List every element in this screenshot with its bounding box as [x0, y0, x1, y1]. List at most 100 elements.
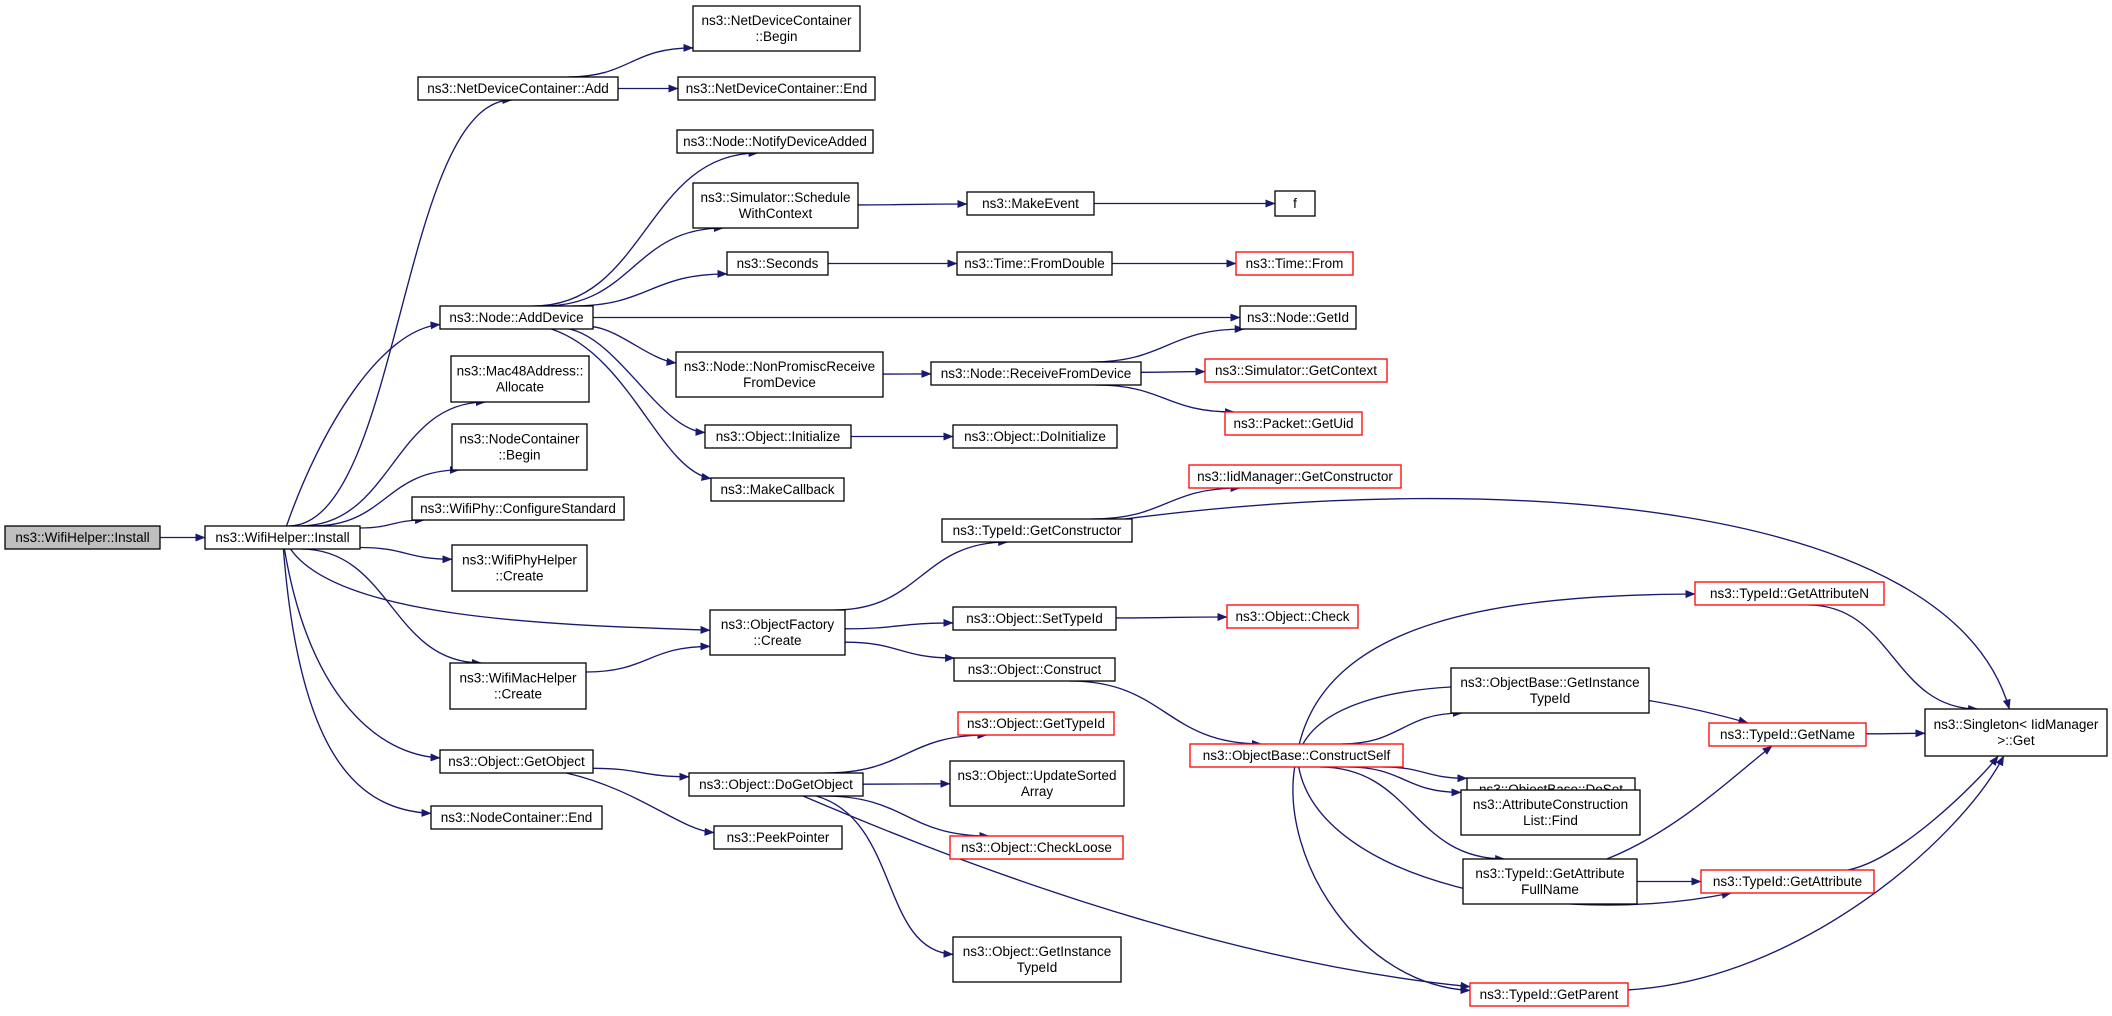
node-box[interactable]: [1188, 464, 1402, 489]
node-box[interactable]: [956, 251, 1113, 276]
node-getctor[interactable]: ns3::TypeId::GetConstructor: [941, 518, 1133, 543]
node-peek[interactable]: ns3::PeekPointer: [713, 825, 843, 850]
node-doinit[interactable]: ns3::Object::DoInitialize: [952, 424, 1118, 449]
node-box[interactable]: [1189, 743, 1404, 768]
node-box[interactable]: [952, 424, 1118, 449]
node-init[interactable]: ns3::Object::Initialize: [704, 424, 852, 449]
node-configstd[interactable]: ns3::WifiPhy::ConfigureStandard: [411, 496, 625, 521]
node-box[interactable]: [1708, 722, 1867, 747]
node-box[interactable]: [957, 711, 1115, 736]
node-fromdouble[interactable]: ns3::Time::FromDouble: [956, 251, 1113, 276]
node-box[interactable]: [451, 423, 588, 471]
node-box[interactable]: [710, 477, 845, 502]
node-ndc_begin[interactable]: ns3::NetDeviceContainer::Begin: [692, 5, 861, 52]
node-box[interactable]: [1700, 869, 1875, 894]
node-box[interactable]: [430, 805, 603, 830]
edge-getctor-to-singleton: [1124, 497, 2011, 710]
node-box[interactable]: [692, 182, 859, 229]
node-getattr[interactable]: ns3::TypeId::GetAttribute: [1700, 869, 1875, 894]
node-box[interactable]: [451, 544, 588, 592]
node-box[interactable]: [411, 496, 625, 521]
node-box[interactable]: [1224, 411, 1363, 436]
node-box[interactable]: [449, 662, 587, 710]
node-cself[interactable]: ns3::ObjectBase::ConstructSelf: [1189, 743, 1404, 768]
node-adddevice[interactable]: ns3::Node::AddDevice: [439, 305, 594, 330]
node-timefrom[interactable]: ns3::Time::From: [1235, 251, 1354, 276]
node-box[interactable]: [1274, 190, 1316, 217]
node-box[interactable]: [1450, 667, 1650, 714]
node-seconds[interactable]: ns3::Seconds: [726, 251, 829, 276]
node-box[interactable]: [677, 76, 876, 101]
node-box[interactable]: [941, 518, 1133, 543]
node-box[interactable]: [930, 361, 1142, 386]
node-getid[interactable]: ns3::Node::GetId: [1239, 305, 1357, 330]
node-box[interactable]: [953, 657, 1116, 682]
node-box[interactable]: [952, 936, 1122, 983]
node-box[interactable]: [675, 351, 884, 398]
node-box[interactable]: [688, 772, 864, 797]
node-ofcreate[interactable]: ns3::ObjectFactory::Create: [709, 609, 846, 656]
node-box[interactable]: [1204, 358, 1388, 383]
node-box[interactable]: [1924, 708, 2108, 757]
node-dogetobject[interactable]: ns3::Object::DoGetObject: [688, 772, 864, 797]
node-box[interactable]: [676, 129, 874, 154]
node-box[interactable]: [417, 76, 619, 101]
node-phyhelper[interactable]: ns3::WifiPhyHelper::Create: [451, 544, 588, 592]
node-getparent[interactable]: ns3::TypeId::GetParent: [1469, 982, 1629, 1007]
node-box[interactable]: [1694, 581, 1885, 606]
node-box[interactable]: [692, 5, 861, 52]
node-root[interactable]: ns3::WifiHelper::Install: [4, 525, 161, 550]
node-box[interactable]: [439, 305, 594, 330]
node-box[interactable]: [450, 355, 590, 403]
node-notify[interactable]: ns3::Node::NotifyDeviceAdded: [676, 129, 874, 154]
node-box[interactable]: [1226, 604, 1359, 629]
node-makecb[interactable]: ns3::MakeCallback: [710, 477, 845, 502]
node-nc_begin[interactable]: ns3::NodeContainer::Begin: [451, 423, 588, 471]
node-ndc_end[interactable]: ns3::NetDeviceContainer::End: [677, 76, 876, 101]
node-box[interactable]: [1462, 858, 1638, 905]
node-getcontext[interactable]: ns3::Simulator::GetContext: [1204, 358, 1388, 383]
node-getname[interactable]: ns3::TypeId::GetName: [1708, 722, 1867, 747]
node-box[interactable]: [952, 606, 1117, 631]
node-construct[interactable]: ns3::Object::Construct: [953, 657, 1116, 682]
node-recvfromdev[interactable]: ns3::Node::ReceiveFromDevice: [930, 361, 1142, 386]
node-machelper[interactable]: ns3::WifiMacHelper::Create: [449, 662, 587, 710]
node-f[interactable]: f: [1274, 190, 1316, 217]
node-attrn[interactable]: ns3::TypeId::GetAttributeN: [1694, 581, 1885, 606]
node-gettypeid[interactable]: ns3::Object::GetTypeId: [957, 711, 1115, 736]
node-box[interactable]: [704, 424, 852, 449]
node-box[interactable]: [439, 749, 594, 774]
node-box[interactable]: [726, 251, 829, 276]
node-nc_end[interactable]: ns3::NodeContainer::End: [430, 805, 603, 830]
node-box[interactable]: [1235, 251, 1354, 276]
node-box[interactable]: [709, 609, 846, 656]
node-box[interactable]: [949, 760, 1125, 807]
node-mac48[interactable]: ns3::Mac48Address::Allocate: [450, 355, 590, 403]
node-box[interactable]: [4, 525, 161, 550]
node-iidctor[interactable]: ns3::IidManager::GetConstructor: [1188, 464, 1402, 489]
node-box[interactable]: [713, 825, 843, 850]
node-box[interactable]: [949, 835, 1124, 860]
node-box[interactable]: [1469, 982, 1629, 1007]
node-box[interactable]: [1239, 305, 1357, 330]
node-check[interactable]: ns3::Object::Check: [1226, 604, 1359, 629]
node-ndc_add[interactable]: ns3::NetDeviceContainer::Add: [417, 76, 619, 101]
node-box[interactable]: [204, 525, 361, 550]
node-getobject[interactable]: ns3::Object::GetObject: [439, 749, 594, 774]
node-install[interactable]: ns3::WifiHelper::Install: [204, 525, 361, 550]
node-singleton[interactable]: ns3::Singleton< IidManager>::Get: [1924, 708, 2108, 757]
node-box[interactable]: [966, 191, 1095, 216]
node-makeevent[interactable]: ns3::MakeEvent: [966, 191, 1095, 216]
node-getuid[interactable]: ns3::Packet::GetUid: [1224, 411, 1363, 436]
node-checkloose[interactable]: ns3::Object::CheckLoose: [949, 835, 1124, 860]
node-box[interactable]: [1460, 789, 1641, 836]
edge-settid-to-check: [1115, 613, 1228, 622]
node-settid[interactable]: ns3::Object::SetTypeId: [952, 606, 1117, 631]
